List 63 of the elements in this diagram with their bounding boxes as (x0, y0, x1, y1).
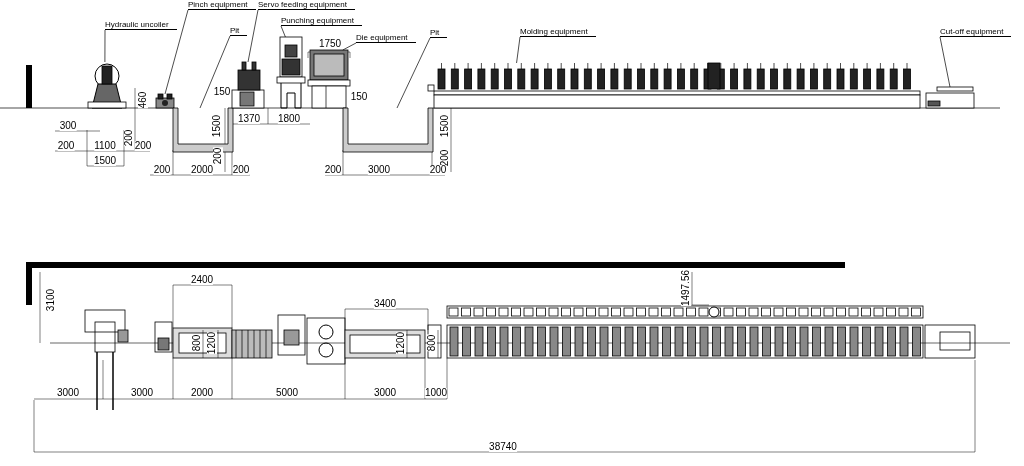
leader-line (939, 36, 951, 88)
equipment-label: Pit (230, 26, 248, 36)
dimension-value: 5000 (275, 388, 299, 398)
servo-feeder-drawing (230, 62, 266, 108)
leader-line (280, 25, 286, 38)
dimension-value: 38740 (489, 442, 517, 452)
dimension-value: 2000 (190, 165, 214, 175)
dimension-value: 1500 (93, 156, 117, 166)
leader-line (516, 36, 521, 64)
dimension-value: 1800 (277, 114, 301, 124)
equipment-label: Hydraulic uncoiler (105, 20, 177, 30)
dimension-value: 800 (427, 334, 437, 352)
leader-line (104, 29, 106, 63)
dimension-value: 1200 (207, 331, 217, 355)
leader-line (164, 9, 189, 95)
dimension-value: 1500 (212, 114, 222, 138)
equipment-label: Pinch equipment (188, 0, 256, 10)
dimension-value: 200 (429, 165, 447, 175)
dimension-value: 3400 (373, 299, 397, 309)
equipment-label: Servo feeding equipment (258, 0, 355, 10)
equipment-label: Cut-off equipment (940, 27, 1012, 37)
leader-line (342, 42, 357, 51)
dimension-value: 1500 (440, 114, 450, 138)
dimension-value: 3100 (46, 288, 56, 312)
uncoiler-drawing (86, 62, 128, 108)
cut-off-drawing (925, 87, 975, 108)
equipment-label: Punching equipment (281, 16, 362, 26)
dimension-value: 200 (324, 165, 342, 175)
dimension-value: 200 (124, 129, 134, 147)
dimension-value: 200 (57, 141, 75, 151)
dimension-value: 1100 (94, 141, 116, 151)
dimension-value: 3000 (367, 165, 391, 175)
pit-drawing (343, 108, 433, 152)
dimension-value: 2400 (190, 275, 214, 285)
leader-line (247, 9, 259, 63)
equipment-label: Die equipment (356, 33, 416, 43)
dimension-value: 150 (350, 92, 368, 102)
dimension-value: 800 (192, 334, 202, 352)
leader-line (199, 35, 231, 109)
dimension-value: 2000 (190, 388, 214, 398)
dimension-value: 1200 (396, 331, 406, 355)
dimension-value: 1370 (237, 114, 261, 124)
dimension-value: 3000 (130, 388, 154, 398)
dimension-value: 1497.56 (681, 269, 691, 307)
dimension-value: 200 (232, 165, 250, 175)
dimension-value: 3000 (56, 388, 80, 398)
equipment-label: Molding equipment (520, 27, 596, 37)
dimension-value: 200 (440, 149, 450, 167)
dimension-value: 1750 (318, 39, 342, 49)
dimension-value: 200 (134, 141, 152, 151)
dimension-value: 150 (213, 87, 231, 97)
dimension-value: 460 (138, 91, 148, 109)
dimension-value: 1000 (424, 388, 448, 398)
dimension-value: 200 (213, 147, 223, 165)
pinch-roller-drawing (155, 94, 175, 108)
dimension-value: 3000 (373, 388, 397, 398)
dimension-value: 300 (59, 121, 77, 131)
punch-press-drawing (277, 37, 305, 108)
equipment-label: Pit (430, 28, 448, 38)
die-set-drawing (306, 50, 352, 108)
dimension-value: 200 (153, 165, 171, 175)
roll-forming-line-drawing (428, 63, 920, 108)
leader-line (396, 37, 431, 109)
